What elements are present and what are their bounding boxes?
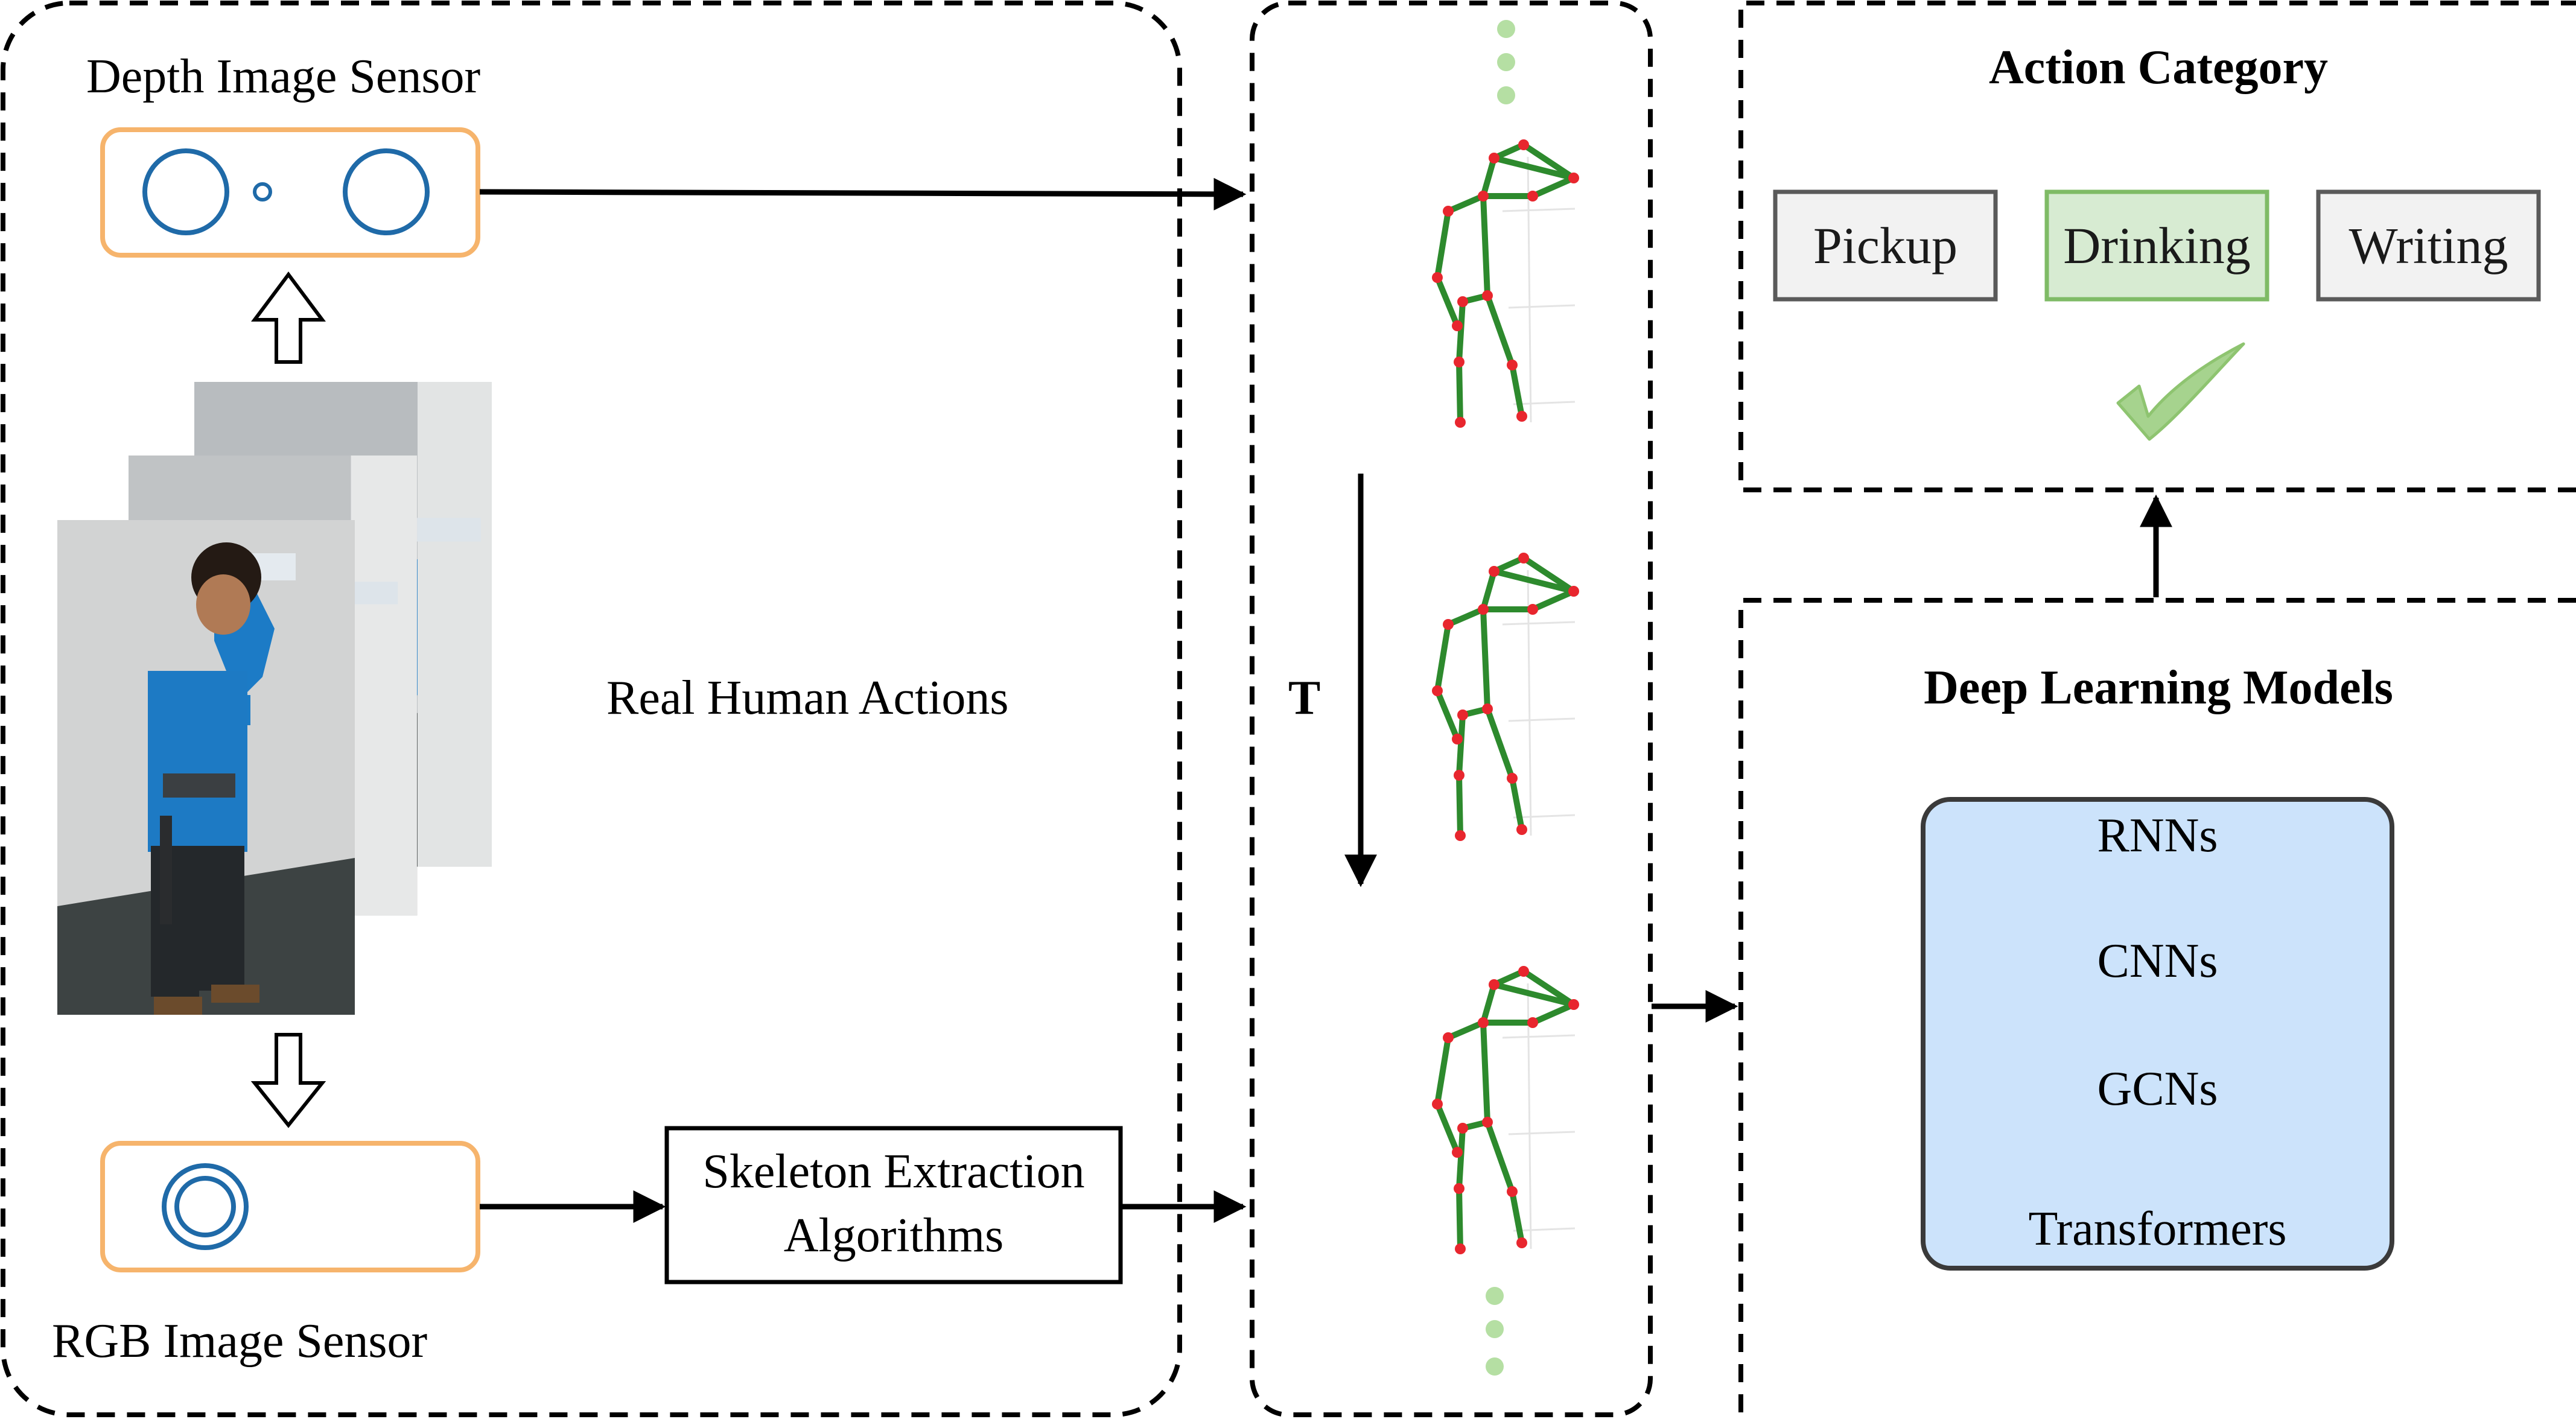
depth-sensor-body (100, 127, 480, 258)
skeleton-frames (1432, 139, 1579, 1254)
category-label-drinking: Drinking (2063, 217, 2251, 275)
depth-sensor-label: Depth Image Sensor (86, 50, 481, 103)
category-box-drinking[interactable] (2044, 189, 2269, 302)
action-category-title: Action Category (1988, 41, 2329, 94)
ellipsis-top (1497, 20, 1515, 104)
hollow-arrow-up (251, 271, 326, 364)
models-box (1921, 797, 2394, 1271)
rgb-sensor-body (100, 1141, 480, 1272)
skeleton-algorithm-line2: Algorithms (783, 1209, 1004, 1262)
depth-lens-right (343, 148, 430, 235)
skeleton-frame-2 (1432, 553, 1579, 841)
skeleton-algorithm-line1: Skeleton Extraction (702, 1145, 1085, 1198)
rgb-lens-inner (174, 1176, 236, 1237)
rgb-sensor-label: RGB Image Sensor (52, 1315, 428, 1368)
rgb-frames-stack (57, 382, 492, 1015)
deep-learning-panel (1738, 598, 2576, 1419)
category-label-pickup: Pickup (1813, 217, 1957, 275)
hollow-arrow-down (250, 1033, 326, 1128)
rgb-sensor (100, 1141, 480, 1272)
category-box-writing[interactable] (2316, 189, 2541, 302)
rgb-frame-front (57, 520, 355, 1015)
rgb-lens-outer (162, 1163, 249, 1250)
skeleton-algorithm-box (664, 1126, 1123, 1284)
skeleton-frame-1 (1432, 139, 1579, 428)
ellipsis-bottom (1486, 1287, 1504, 1376)
model-rnns: RNNs (2097, 809, 2218, 862)
category-box-pickup[interactable] (1773, 189, 1998, 302)
model-cnns: CNNs (2097, 935, 2218, 988)
sensor-panel (1, 1, 1182, 1417)
arrow-depth-to-skeletons (479, 177, 1247, 211)
real-human-actions-label: Real Human Actions (606, 671, 1009, 725)
depth-lens-small (253, 182, 272, 202)
depth-lens-left (142, 148, 229, 235)
category-label-writing: Writing (2349, 217, 2508, 275)
skeleton-sequence-panel (1250, 1, 1653, 1417)
model-gcns: GCNs (2097, 1062, 2218, 1116)
deep-learning-title: Deep Learning Models (1924, 661, 2393, 714)
checkmark-icon (2116, 342, 2245, 441)
skeleton-frame-3 (1432, 966, 1579, 1254)
depth-sensor (100, 127, 480, 258)
time-axis-label: T (1288, 671, 1321, 725)
model-transformers: Transformers (2028, 1202, 2287, 1256)
